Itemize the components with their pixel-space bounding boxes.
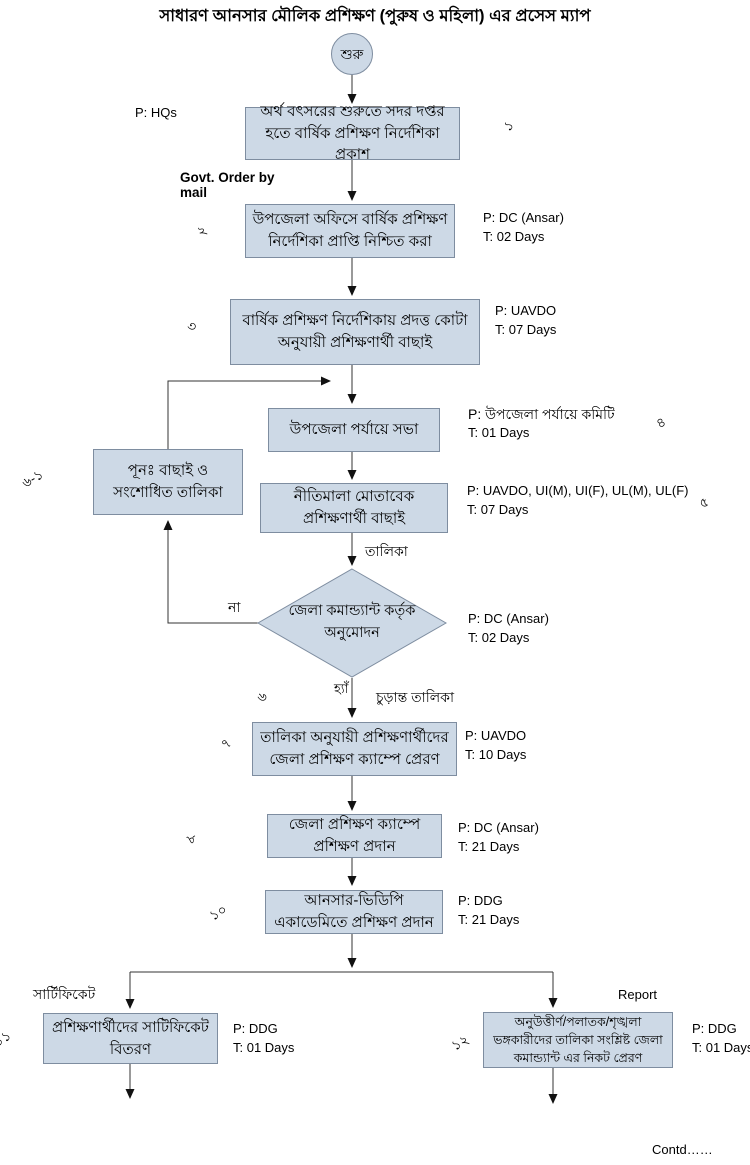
step-1-person: P: HQs — [135, 105, 177, 120]
step-12-time: T: 01 Days — [692, 1039, 750, 1055]
step-1-annotation: P: HQs — [135, 104, 177, 123]
step-1-box: অর্থ বৎসরের শুরুতে সদর দপ্তর হতে বার্ষিক… — [245, 103, 460, 163]
step-5-box: নীতিমালা মোতাবেক প্রশিক্ষণার্থী বাছাই — [260, 483, 448, 533]
step-11-box: প্রশিক্ষণার্থীদের সাটিফিকেট বিতরণ — [43, 1013, 218, 1064]
step-7-annotation: P: UAVDO T: 10 Days — [465, 727, 526, 765]
step-8-box: জেলা প্রশিক্ষণ ক্যাম্পে প্রশিক্ষণ প্রদান — [267, 814, 442, 858]
step-2-person: P: DC (Ansar) — [483, 210, 564, 225]
step-10-time: T: 21 Days — [458, 911, 520, 927]
step-11-time: T: 01 Days — [233, 1039, 295, 1055]
step-3-person: P: UAVDO — [495, 303, 557, 318]
decision-diamond-shape — [256, 568, 448, 678]
step-2-box: উপজেলা অফিসে বার্ষিক প্রশিক্ষণ নির্দেশিক… — [245, 204, 455, 258]
step-10-box: আনসার-ভিডিপি একাডেমিতে প্রশিক্ষণ প্রদান — [265, 890, 443, 934]
decision-label: জেলা কমান্ড্যান্ট কর্তৃক অনুমোদন — [288, 603, 416, 641]
step-4-annotation: P: উপজেলা পর্যায়ে কমিটি T: 01 Days — [468, 404, 615, 443]
step-3-time: T: 07 Days — [495, 321, 557, 337]
step-7-person: P: UAVDO — [465, 728, 527, 743]
step-8-time: T: 21 Days — [458, 838, 520, 854]
step-11-person: P: DDG — [233, 1021, 278, 1036]
edge-decision-no — [163, 520, 258, 624]
step-7-time: T: 10 Days — [465, 746, 527, 762]
step-2-time: T: 02 Days — [483, 228, 545, 244]
step-5-annotation: P: UAVDO, UI(M), UI(F), UL(M), UL(F) T: … — [467, 482, 688, 520]
step-10-person: P: DDG — [458, 893, 503, 908]
step-7-box: তালিকা অনুযায়ী প্রশিক্ষণার্থীদের জেলা প… — [252, 722, 457, 776]
step-12-box: অনুউত্তীর্ণ/পলাতক/শৃঙ্খলা ভঙ্গকারীদের তা… — [483, 1012, 673, 1068]
step-5-person: P: UAVDO, UI(M), UI(F), UL(M), UL(F) — [467, 483, 689, 498]
step-4-box: উপজেলা পর্যায়ে সভা — [268, 408, 440, 452]
step-3-annotation: P: UAVDO T: 07 Days — [495, 302, 556, 340]
step-10-annotation: P: DDG T: 21 Days — [458, 892, 519, 930]
edge-rework-return — [167, 376, 331, 449]
edge-label-no: না — [228, 599, 241, 615]
step-12-annotation: P: DDG T: 01 Days — [692, 1020, 750, 1058]
rework-box: পূনঃ বাছাই ও সংশোধিত তালিকা — [93, 449, 243, 515]
step-12-person: P: DDG — [692, 1021, 737, 1036]
edge-label-final-list: চুড়ান্ত তালিকা — [376, 689, 455, 705]
step-8-person: P: DC (Ansar) — [458, 820, 539, 835]
decision-person: P: DC (Ansar) — [468, 611, 549, 626]
step-2-annotation: P: DC (Ansar) T: 02 Days — [483, 209, 564, 247]
decision-annotation: P: DC (Ansar) T: 02 Days — [468, 610, 549, 648]
edge-label-govt-order: Govt. Order by mail — [180, 170, 275, 200]
step-5-time: T: 07 Days — [467, 501, 529, 517]
continued-note: Contd…… — [652, 1142, 713, 1157]
step-8-annotation: P: DC (Ansar) T: 21 Days — [458, 819, 539, 857]
decision-time: T: 02 Days — [468, 629, 530, 645]
step-11-annotation: P: DDG T: 01 Days — [233, 1020, 294, 1058]
step-4-person: P: উপজেলা পর্যায়ে কমিটি — [468, 406, 615, 422]
step-4-time: T: 01 Days — [468, 425, 530, 441]
step-3-box: বার্ষিক প্রশিক্ষণ নির্দেশিকায় প্রদত্ত ক… — [230, 299, 480, 365]
edge-label-yes: হ্যাঁ — [334, 681, 349, 696]
edge-label-report: Report — [618, 987, 658, 1002]
edge-label-certificate: সার্টিফিকেট — [33, 986, 96, 1002]
page-title: সাধারণ আনসার মৌলিক প্রশিক্ষণ (পুরুষ ও মহ… — [159, 7, 591, 25]
start-node: শুরু — [331, 33, 373, 75]
edge-label-list: তালিকা — [365, 543, 408, 559]
